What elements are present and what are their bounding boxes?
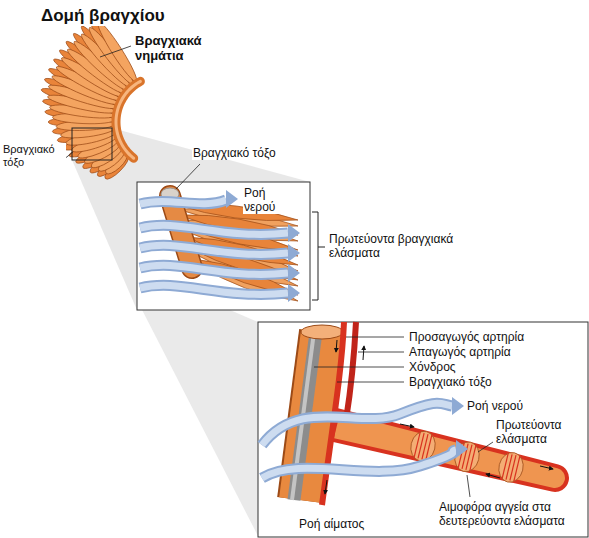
gill-arch [116, 81, 140, 158]
part-label: Βραγχιακά νημάτια [134, 33, 218, 63]
illustration-part [400, 424, 414, 427]
illustration-part [363, 346, 364, 360]
part-label: Βραγχιακό τόξο [192, 146, 277, 160]
gill-arch [116, 81, 140, 158]
part-label: Ροή αίματος [298, 517, 365, 531]
part-label: Χόνδρος [408, 360, 457, 374]
illustration-part [540, 466, 553, 469]
water-flow-arrowhead [456, 440, 468, 458]
water-flow-ribbon [262, 450, 456, 478]
water-flow-ribbon [262, 403, 452, 445]
illustration-part [358, 352, 404, 353]
blood-vessel [470, 446, 476, 471]
water-flow-arrowhead [288, 264, 300, 282]
part-label: Πρωτεύοντα βραγχιακά ελάσματα [328, 232, 480, 260]
blood-flow-arrows [325, 340, 553, 494]
bracket [312, 212, 325, 300]
illustration-part [486, 474, 500, 478]
illustration-part [467, 475, 470, 497]
illustration-part [346, 337, 404, 338]
water-flow-arrowhead [288, 224, 300, 242]
water-flow-ribbon [140, 285, 288, 294]
water-flow-ribbon [262, 403, 452, 445]
arch-end [301, 325, 343, 339]
leader-lines [63, 46, 493, 497]
part-label: Αιμοφόρα αγγεία στα δευτερεύοντα ελάσματ… [438, 500, 585, 528]
illustration-part [337, 382, 404, 383]
illustration-part [325, 480, 327, 494]
blood-vessel [514, 456, 520, 481]
water-flow-ribbon [140, 245, 288, 254]
secondary-lamella [452, 439, 482, 474]
illustration-part [478, 442, 493, 452]
illustration-part [314, 367, 404, 368]
illustration-part [100, 46, 131, 57]
part-label: Ροή νερού [466, 399, 524, 413]
secondary-lamella [496, 450, 526, 485]
part-label: Βραγχιακό τόξο [408, 375, 493, 389]
part-label: Ροή νερού [243, 186, 291, 214]
water-flow-arrowhead [452, 397, 464, 415]
zoom-shadow [72, 128, 310, 310]
water-flow-ribbon [140, 200, 226, 204]
water-flow-ribbon [140, 245, 288, 254]
water-flow-ribbon [140, 265, 288, 274]
zoom-frame [258, 322, 588, 537]
blood-vessel [426, 435, 432, 460]
diagram-title: Δομή βραγχίου [40, 6, 166, 26]
part-label: Απαγωγός αρτηρία [408, 345, 512, 359]
water-flow-ribbon [140, 225, 288, 234]
water-flow-ribbon [262, 450, 456, 478]
part-label: Πρωτεύοντα ελάσματα [495, 418, 579, 446]
water-flow-ribbon [140, 285, 288, 294]
water-flow-ribbon [140, 265, 288, 274]
secondary-lamella [496, 450, 526, 485]
water-flow [262, 397, 468, 478]
illustration-part [176, 164, 200, 189]
zoom-frame [72, 128, 112, 160]
zoom-shadow [137, 300, 258, 536]
zoom-frame [137, 182, 310, 310]
water-flow-ribbon [140, 200, 226, 204]
secondary-lamella [452, 439, 482, 474]
illustration-part [336, 340, 337, 352]
part-label: Βραγχιακό τόξο [2, 143, 66, 169]
water-flow-arrowhead [288, 244, 300, 262]
water-flow-arrowhead [226, 190, 238, 208]
water-flow-arrowhead [288, 284, 300, 302]
part-label: Προσαγωγός αρτηρία [408, 330, 525, 344]
water-flow-ribbon [140, 225, 288, 234]
